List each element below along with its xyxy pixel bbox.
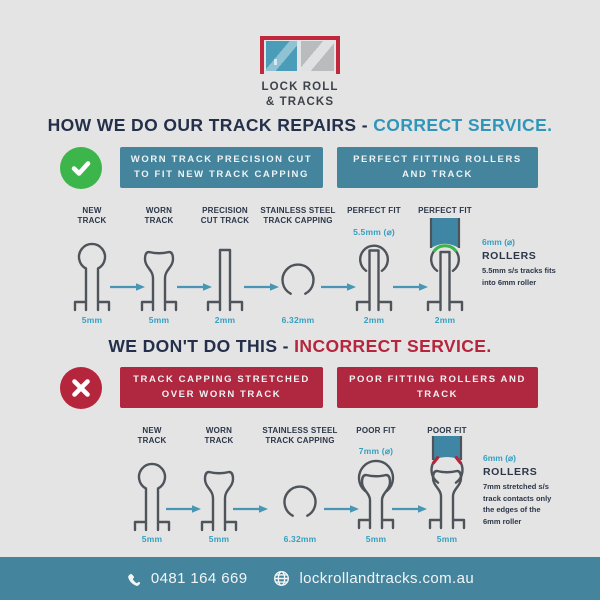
rollers-description: 7mm stretched s/s track contacts only th… xyxy=(483,482,552,526)
rollers-title: ROLLERS xyxy=(483,466,538,478)
footer-phone[interactable]: 0481 164 669 xyxy=(126,570,248,587)
incorrect-badge-left: TRACK CAPPING STRETCHED OVER WORN TRACK xyxy=(120,367,323,408)
logo-door-handle xyxy=(274,59,277,65)
new-track-diagram xyxy=(73,242,111,312)
track-capping-diagram xyxy=(283,485,317,517)
logo-door-pane xyxy=(266,41,297,71)
globe-icon xyxy=(274,571,290,586)
measure: 2mm xyxy=(214,315,236,325)
step-label-new-track: NEW TRACK xyxy=(77,206,107,226)
step-label-new-track: NEW TRACK xyxy=(137,426,167,446)
worn-track-diagram xyxy=(140,250,178,312)
footer-website[interactable]: lockrollandtracks.com.au xyxy=(273,570,474,587)
step-label-capping: STAINLESS STEEL TRACK CAPPING xyxy=(260,206,336,226)
step-label-capping: STAINLESS STEEL TRACK CAPPING xyxy=(262,426,338,446)
logo-name-line1: LOCK ROLL xyxy=(261,81,339,93)
roller-diameter: 6mm (⌀) xyxy=(482,237,515,247)
phone-icon xyxy=(128,573,140,586)
logo-window-pane xyxy=(301,41,334,71)
capped-track-diagram xyxy=(355,244,393,312)
measure: 5mm xyxy=(81,315,103,325)
check-icon xyxy=(60,147,102,189)
step-label-worn-track: WORN TRACK xyxy=(144,206,174,226)
roller-diameter: 6mm (⌀) xyxy=(483,453,516,463)
logo-frame-right xyxy=(336,40,340,74)
footer-phone-number[interactable]: 0481 164 669 xyxy=(150,570,248,587)
logo-name-line2: & TRACKS xyxy=(265,95,335,108)
measure: 6.32mm xyxy=(283,534,317,544)
track-capping-diagram xyxy=(281,263,315,295)
logo-wordmark: LOCK ROLL & TRACKS xyxy=(262,80,339,110)
poor-fit-roller-diagram xyxy=(428,436,466,530)
measure: 2mm xyxy=(434,315,456,325)
step-label-poor-fit-2: POOR FIT xyxy=(427,426,467,435)
worn-track-diagram xyxy=(200,470,238,532)
correct-heading-accent: CORRECT SERVICE. xyxy=(373,115,553,135)
precision-cut-track-diagram xyxy=(206,248,244,312)
new-track-diagram xyxy=(133,462,171,532)
incorrect-section-heading: WE DON'T DO THIS - INCORRECT SERVICE. xyxy=(0,336,600,357)
logo-frame-top xyxy=(260,36,340,40)
cross-icon xyxy=(60,367,102,409)
step-label-worn-track: WORN TRACK xyxy=(204,426,234,446)
incorrect-heading-accent: INCORRECT SERVICE. xyxy=(294,336,492,356)
footer-contact-bar: 0481 164 669 lockrollandtracks.com.au xyxy=(0,557,600,600)
measure: 5mm xyxy=(141,534,163,544)
rollers-title: ROLLERS xyxy=(482,250,537,262)
step-label-precision-cut: PRECISION CUT TRACK xyxy=(200,206,250,226)
step-label-perfect-fit-2: PERFECT FIT xyxy=(418,206,472,215)
step-label-poor-fit-1: POOR FIT xyxy=(356,426,396,435)
stretched-cap-track-diagram xyxy=(357,459,395,530)
correct-badge-right: PERFECT FITTING ROLLERS AND TRACK xyxy=(337,147,538,188)
measure: 5mm xyxy=(208,534,230,544)
measure: 2mm xyxy=(363,315,385,325)
logo-frame-left xyxy=(260,40,264,74)
cap-diameter-note: 7mm (⌀) xyxy=(358,446,394,456)
measure: 5mm xyxy=(365,534,387,544)
correct-section-heading: HOW WE DO OUR TRACK REPAIRS - CORRECT SE… xyxy=(0,115,600,136)
correct-heading-main: HOW WE DO OUR TRACK REPAIRS - xyxy=(47,115,368,135)
measure: 5mm xyxy=(148,315,170,325)
arrow-icon xyxy=(233,504,269,514)
rollers-description: 5.5mm s/s tracks fits into 6mm roller xyxy=(482,266,556,287)
perfect-fit-roller-diagram xyxy=(426,218,464,312)
footer-website-url[interactable]: lockrollandtracks.com.au xyxy=(299,570,475,587)
cap-diameter-note: 5.5mm (⌀) xyxy=(353,227,395,237)
logo-window-icon xyxy=(260,36,340,78)
measure: 6.32mm xyxy=(281,315,315,325)
step-label-perfect-fit-1: PERFECT FIT xyxy=(347,206,401,215)
correct-badge-left: WORN TRACK PRECISION CUT TO FIT NEW TRAC… xyxy=(120,147,323,188)
incorrect-badge-right: POOR FITTING ROLLERS AND TRACK xyxy=(337,367,538,408)
incorrect-heading-main: WE DON'T DO THIS - xyxy=(108,336,289,356)
measure: 5mm xyxy=(436,534,458,544)
